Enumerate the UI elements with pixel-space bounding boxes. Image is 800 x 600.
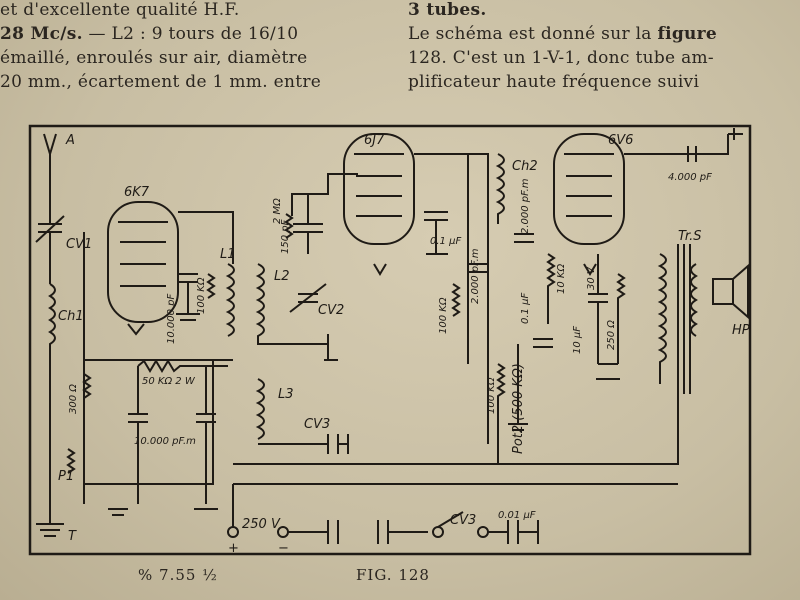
- r-10k-label: 10 KΩ: [556, 264, 567, 294]
- figure-caption: FIG. 128: [356, 566, 430, 584]
- c-2000-a-label: 2.000 pF.m: [470, 248, 481, 304]
- supply-label: 250 V: [242, 517, 281, 532]
- page-mark: % 7.55 ½: [138, 566, 218, 584]
- c-2000-b-label: 2.000 pF.m: [520, 178, 531, 234]
- c-150-label: 150 pF: [280, 219, 291, 254]
- r-300-label: 300 Ω: [68, 384, 79, 414]
- l2-label: L2: [274, 269, 290, 284]
- v-30-label: 30 V: [586, 266, 597, 290]
- text-fragment: Le schéma est donné sur la: [408, 24, 658, 44]
- text-line: émaillé, enroulés sur air, diamètre: [0, 48, 308, 68]
- l1-label: L1: [220, 247, 236, 262]
- text-line: 20 mm., écartement de 1 mm. entre: [0, 72, 322, 92]
- switch-label: CV3: [450, 513, 476, 528]
- c-01-label: 0.1 µF: [430, 236, 461, 247]
- text-line: plificateur haute fréquence suivi: [408, 72, 700, 92]
- p1-label: P1: [58, 469, 74, 484]
- r-100k-c-label: 100 KΩ: [486, 377, 497, 414]
- trs-label: Tr.S: [678, 229, 701, 244]
- r-50k-label: 50 KΩ 2 W: [142, 376, 196, 387]
- tube3-label: 6V6: [608, 133, 633, 148]
- ground-label: T: [68, 529, 77, 544]
- ch2-label: Ch2: [512, 159, 538, 174]
- antenna-label: A: [65, 133, 75, 148]
- c-10000-b-label: 10.000 pF.m: [134, 436, 196, 447]
- tube-6j7: [343, 133, 415, 245]
- r-100k-b-label: 100 KΩ: [438, 297, 449, 334]
- r-250-label: 250 Ω: [606, 320, 617, 350]
- circuit-schematic: A T CV1 Ch1 6K7 6J7 6V6 L1 L2 L3 CV2 CV3…: [28, 124, 752, 556]
- text-line: 28 Mc/s. — L2 : 9 tours de 16/10: [0, 22, 385, 46]
- l3-label: L3: [278, 387, 294, 402]
- supply-plus-label: +: [228, 541, 239, 556]
- text-line: et d'excellente qualité H.F.: [0, 0, 240, 20]
- c-001-label: 0.01 µF: [498, 510, 536, 521]
- text-line: 128. C'est un 1-V-1, donc tube am-: [408, 48, 714, 68]
- text-fragment: — L2 : 9 tours de 16/10: [82, 24, 299, 44]
- c-4000-label: 4.000 pF: [668, 172, 712, 183]
- c-01b-label: 0.1 µF: [520, 293, 531, 324]
- tube1-label: 6K7: [124, 185, 150, 200]
- tube-6k7: [107, 201, 179, 323]
- ch1-label: Ch1: [58, 309, 84, 324]
- supply-minus-label: −: [278, 541, 289, 556]
- tube-6v6: [553, 133, 625, 245]
- frequency-heading: 28 Mc/s.: [0, 24, 83, 44]
- figure-reference: figure: [657, 24, 718, 44]
- r-2m-label: 2 MΩ: [272, 198, 283, 224]
- c-10000-a-label: 10.000 pF: [166, 293, 177, 344]
- text-column-left: et d'excellente qualité H.F. 28 Mc/s. — …: [0, 0, 385, 94]
- r-100k-a-label: 100 KΩ: [196, 277, 207, 314]
- c-10-label: 10 µF: [572, 326, 583, 354]
- hp-label: HP: [732, 323, 750, 338]
- tube2-label: 6J7: [364, 133, 385, 148]
- text-line: Le schéma est donné sur la figure: [408, 22, 800, 46]
- text-line: 3 tubes.: [408, 0, 487, 20]
- text-column-right: 3 tubes. Le schéma est donné sur la figu…: [408, 0, 800, 94]
- cv1-label: CV1: [66, 237, 92, 252]
- pot2-label: Pot2 (500 KΩ): [511, 363, 526, 454]
- cv3-label: CV3: [304, 417, 330, 432]
- cv2-label: CV2: [318, 303, 344, 318]
